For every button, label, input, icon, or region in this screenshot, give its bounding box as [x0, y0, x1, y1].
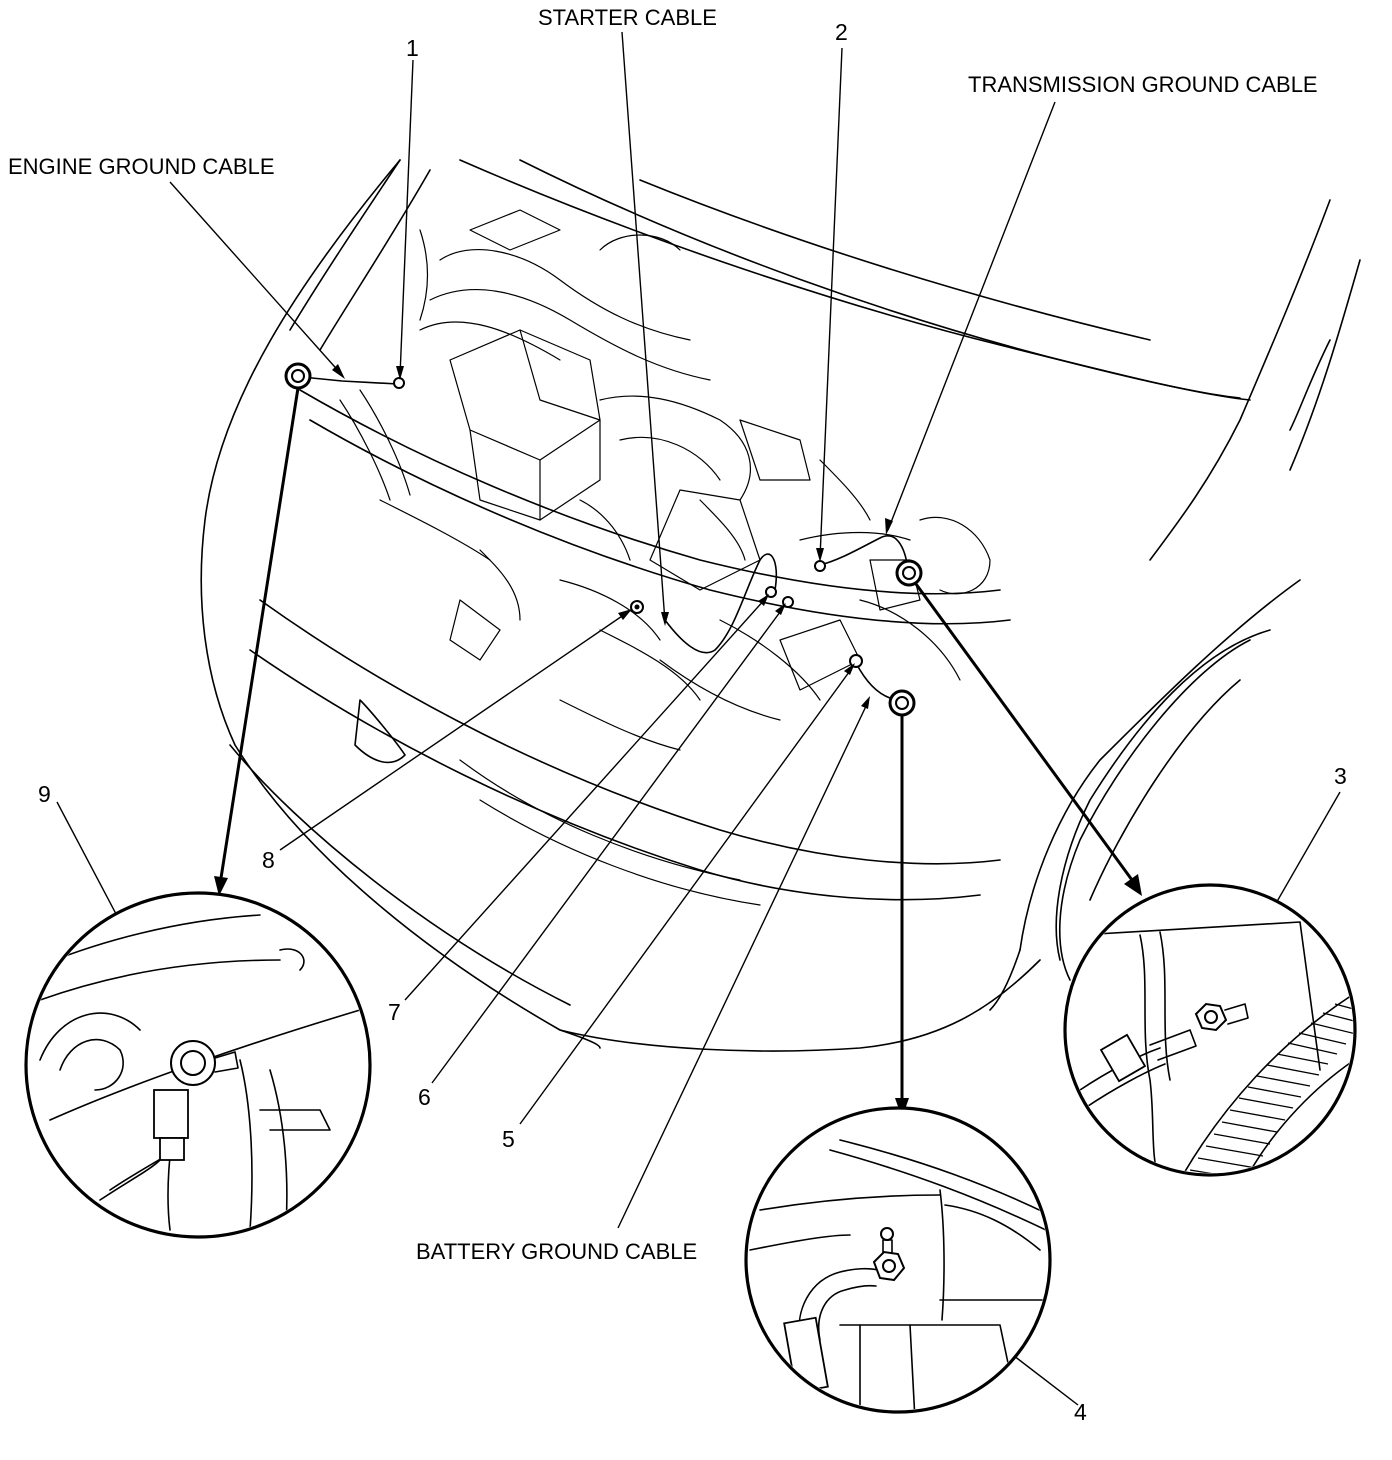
- bolt-9-marker: [284, 362, 312, 390]
- bolt-5-marker: [849, 654, 863, 668]
- callout-2: 2: [835, 19, 848, 45]
- callout-8: 8: [262, 847, 275, 873]
- text-labels: STARTER CABLE ENGINE GROUND CABLE TRANSM…: [8, 5, 1347, 1425]
- detail-arrows: [214, 386, 1142, 1118]
- detail-view-battery-ground-bolt: [744, 1106, 1052, 1414]
- bolt-1-marker: [393, 377, 405, 389]
- vehicle-body-outline: [200, 159, 1361, 1052]
- engine-ground-cable-line: [301, 376, 399, 385]
- detail-view-engine-ground-bolt: [24, 891, 372, 1239]
- callout-3: 3: [1334, 763, 1347, 789]
- engine-components: [339, 209, 991, 751]
- cable-routing: [301, 376, 909, 701]
- bolt-2-marker: [814, 560, 826, 572]
- label-transmission-ground-cable: TRANSMISSION GROUND CABLE: [968, 72, 1318, 97]
- callout-6: 6: [418, 1084, 431, 1110]
- bolt-3-marker: [895, 559, 923, 587]
- callout-5: 5: [502, 1126, 515, 1152]
- starter-cable-line: [664, 553, 778, 654]
- callout-9: 9: [38, 781, 51, 807]
- bolt-8-marker: [630, 600, 644, 614]
- transmission-ground-cable-line: [819, 535, 909, 571]
- bolt-6-marker: [782, 596, 794, 608]
- callout-4: 4: [1074, 1399, 1087, 1425]
- callout-1: 1: [406, 35, 419, 61]
- label-engine-ground-cable: ENGINE GROUND CABLE: [8, 154, 275, 179]
- detail-view-transmission-ground-bolt: [1063, 883, 1357, 1177]
- bolt-4-marker: [888, 689, 916, 717]
- label-battery-ground-cable: BATTERY GROUND CABLE: [416, 1239, 697, 1264]
- callout-7: 7: [388, 999, 401, 1025]
- label-starter-cable: STARTER CABLE: [538, 5, 717, 30]
